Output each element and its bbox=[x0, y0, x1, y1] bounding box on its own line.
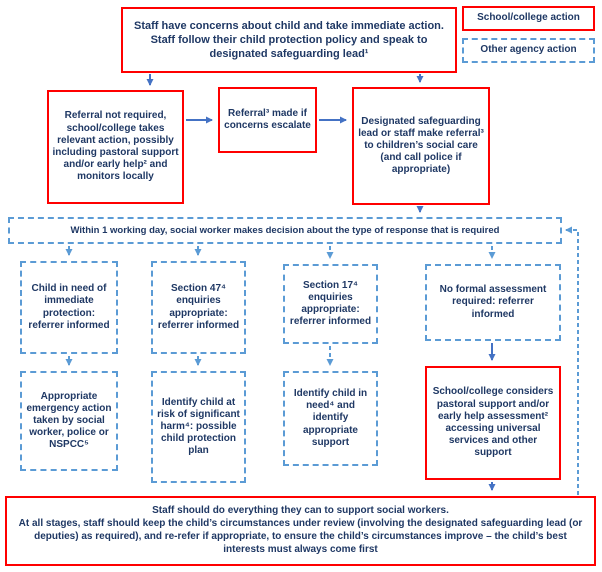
legend-school-college-action: School/college action bbox=[462, 6, 595, 31]
solid-arrows bbox=[146, 74, 496, 491]
node-significant-harm: Identify child at risk of significant ha… bbox=[151, 371, 246, 483]
footer-line-rest: At all stages, staff should keep the chi… bbox=[18, 518, 583, 555]
node-child-in-need: Identify child in need⁴ and identify app… bbox=[283, 371, 378, 466]
node-section-47: Section 47⁴ enquiries appropriate: refer… bbox=[151, 261, 246, 354]
node-section-17: Section 17⁴ enquiries appropriate: refer… bbox=[283, 264, 378, 344]
legend-other-agency-action: Other agency action bbox=[462, 38, 595, 63]
node-referral-if-escalate: Referral³ made if concerns escalate bbox=[218, 87, 317, 153]
node-footer: Staff should do everything they can to s… bbox=[5, 496, 596, 566]
arrow-rerefer-feedback bbox=[565, 226, 579, 495]
node-referral-not-required: Referral not required, school/college ta… bbox=[47, 90, 184, 204]
node-no-formal-assessment: No formal assessment required: referrer … bbox=[425, 264, 561, 341]
dashed-arrows bbox=[65, 226, 579, 495]
node-immediate-protection: Child in need of immediate protection: r… bbox=[20, 261, 118, 354]
footer-line-bold: Staff should do everything they can to s… bbox=[152, 505, 449, 517]
node-staff-concerns: Staff have concerns about child and take… bbox=[121, 7, 457, 73]
node-dsl-makes-referral: Designated safeguarding lead or staff ma… bbox=[352, 87, 490, 205]
node-social-worker-decision: Within 1 working day, social worker make… bbox=[8, 217, 562, 244]
node-pastoral-support: School/college considers pastoral suppor… bbox=[425, 366, 561, 480]
node-emergency-action: Appropriate emergency action taken by so… bbox=[20, 371, 118, 471]
